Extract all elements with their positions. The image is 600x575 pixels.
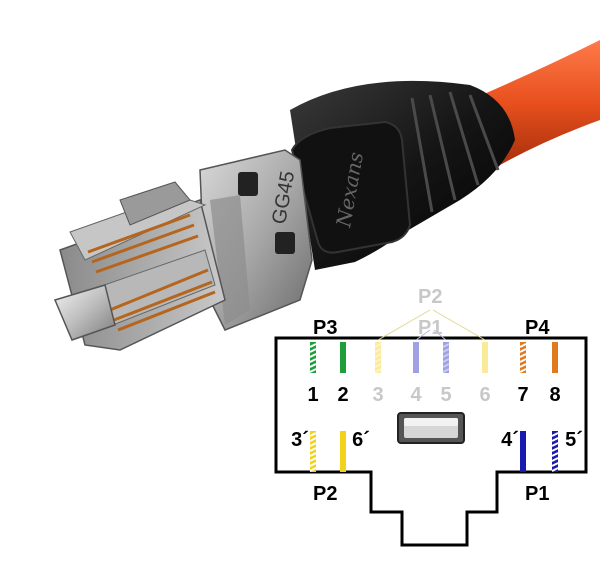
top-pin-1-contact-stripe [309, 343, 317, 348]
top-pin-2-contact [340, 342, 346, 373]
pair-label-p2-faded: P2 [418, 286, 442, 308]
bottom-pin-2-label: 6´ [352, 429, 370, 451]
top-pin-1-contact-stripe [309, 363, 317, 368]
bottom-pin-4-contact-stripe [551, 442, 559, 447]
top-pin-4-contact [413, 342, 419, 373]
top-pin-7-contact [520, 342, 526, 373]
top-pin-5-contact-stripe [442, 368, 450, 373]
top-pin-3-label: 3 [372, 384, 383, 406]
top-pin-8-contact [552, 342, 558, 373]
bottom-pin-4-contact-stripe [551, 432, 559, 437]
bottom-pin-1-contact-stripe [309, 447, 317, 452]
top-pin-4-label: 4 [410, 384, 422, 406]
top-pin-7-contact-stripe [519, 348, 527, 353]
top-pin-7-contact-stripe [519, 363, 527, 368]
top-pin-3-contact-stripe [374, 358, 382, 363]
bottom-pin-1-contact-stripe [309, 442, 317, 447]
bottom-pin-4-contact-stripe [551, 467, 559, 472]
connector-photo: Nexans GG45 [53, 40, 600, 351]
top-pin-3-contact-stripe [374, 348, 382, 353]
top-pin-7-contact-stripe [519, 353, 527, 358]
bottom-pin-1-contact-stripe [309, 467, 317, 472]
bottom-pin-1-contact [310, 431, 316, 472]
top-pin-3-contact-stripe [374, 343, 382, 348]
metal-shield: GG45 [199, 149, 313, 331]
top-pin-5-contact-stripe [442, 348, 450, 353]
top-pin-1-contact-stripe [309, 348, 317, 353]
top-pin-5-contact-stripe [442, 358, 450, 363]
top-pin-3-contact-stripe [374, 353, 382, 358]
top-pin-7-label: 7 [517, 384, 528, 406]
bottom-pin-1-contact-stripe [309, 452, 317, 457]
top-pin-6-label: 6 [479, 384, 490, 406]
bottom-pin-4-contact-stripe [551, 457, 559, 462]
bottom-pin-3-label: 4´ [501, 429, 519, 451]
bottom-pin-4-contact-stripe [551, 437, 559, 442]
pair-label-p4: P4 [525, 317, 550, 339]
pair-connector-lines [377, 309, 486, 341]
bottom-pin-4-contact-stripe [551, 447, 559, 452]
top-pin-7-contact-stripe [519, 368, 527, 373]
top-pin-2-label: 2 [337, 384, 348, 406]
latch [53, 284, 116, 341]
top-pin-1-contact-stripe [309, 353, 317, 358]
top-pin-1-contact [310, 342, 316, 373]
top-pin-1-contact-stripe [309, 358, 317, 363]
top-pin-3-contact-stripe [374, 363, 382, 368]
pair-label-p2-bottom: P2 [313, 483, 337, 505]
bottom-pin-2-contact [340, 431, 346, 472]
boot: Nexans [290, 80, 515, 270]
bottom-pin-1-contact-stripe [309, 437, 317, 442]
center-key-slot [397, 412, 465, 444]
bottom-pin-3-contact [520, 431, 526, 472]
top-pin-1-contact-stripe [309, 368, 317, 373]
bottom-pin-4-contact-stripe [551, 462, 559, 467]
bottom-pin-1-contact-stripe [309, 462, 317, 467]
bottom-pin-1-contact-stripe [309, 432, 317, 437]
pair-label-p3: P3 [313, 317, 337, 339]
top-pin-5-label: 5 [440, 384, 451, 406]
bottom-pin-4-contact-stripe [551, 452, 559, 457]
top-pin-5-contact [443, 342, 449, 373]
top-pin-8-label: 8 [549, 384, 560, 406]
top-pin-6-contact [482, 342, 488, 373]
top-pin-7-contact-stripe [519, 343, 527, 348]
top-pin-7-contact-stripe [519, 358, 527, 363]
top-pin-1-label: 1 [307, 384, 318, 406]
bottom-pin-4-contact [552, 431, 558, 472]
top-pin-5-contact-stripe [442, 353, 450, 358]
top-pin-5-contact-stripe [442, 363, 450, 368]
pair-label-p1-faded: P1 [418, 317, 442, 339]
top-pin-3-contact [375, 342, 381, 373]
pair-label-p1-bottom: P1 [525, 483, 549, 505]
top-pin-3-contact-stripe [374, 368, 382, 373]
bottom-pin-1-label: 3´ [291, 429, 309, 451]
plug-front [53, 181, 226, 351]
bottom-pin-1-contact-stripe [309, 457, 317, 462]
top-pin-5-contact-stripe [442, 343, 450, 348]
bottom-pin-row: 3´ 6´ 4´ 5´ [291, 429, 583, 472]
bottom-pin-4-label: 5´ [565, 429, 583, 451]
